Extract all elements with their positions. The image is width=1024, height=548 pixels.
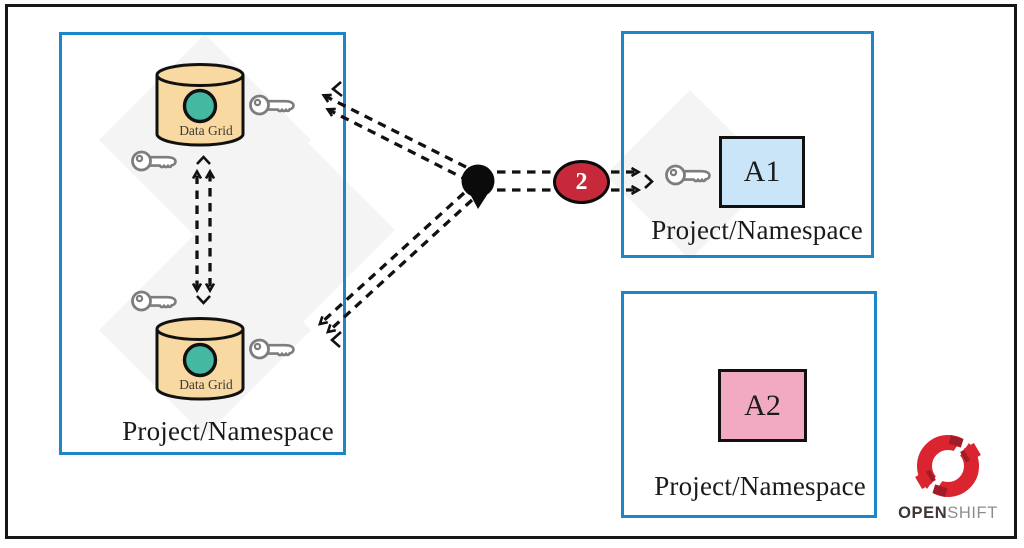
app-a2-box: A2 xyxy=(718,369,807,442)
app-a1-label: A1 xyxy=(743,155,781,188)
right-bottom-namespace-label: Project/Namespace xyxy=(654,471,866,501)
datagrid-top-label: Data Grid xyxy=(179,123,233,138)
openshift-wordmark-open: OPEN xyxy=(898,504,948,522)
openshift-wordmark: OPENSHIFT xyxy=(898,504,998,523)
key-icon xyxy=(131,150,177,172)
outer-border xyxy=(5,4,1017,539)
right-top-namespace-box: Project/Namespace xyxy=(621,31,874,258)
key-icon xyxy=(131,290,177,312)
openshift-logo-icon xyxy=(915,435,981,497)
key-icon xyxy=(249,94,295,116)
openshift-wordmark-shift: SHIFT xyxy=(947,504,998,522)
datagrid-bottom-label: Data Grid xyxy=(179,377,233,392)
database-cylinder-icon xyxy=(155,63,245,147)
left-namespace-label: Project/Namespace xyxy=(122,416,334,446)
right-bottom-namespace-box: Project/Namespace xyxy=(621,291,877,518)
route-badge: 2 xyxy=(553,160,610,204)
key-icon xyxy=(249,338,295,360)
route-badge-label: 2 xyxy=(575,168,588,195)
app-a2-label: A2 xyxy=(744,388,781,422)
app-a1-box: A1 xyxy=(719,136,805,208)
openshift-logo: OPENSHIFT xyxy=(898,426,998,528)
datagrid-bottom: Data Grid xyxy=(154,316,246,402)
database-cylinder-icon xyxy=(155,317,245,401)
datagrid-top: Data Grid xyxy=(154,62,246,148)
right-top-namespace-label: Project/Namespace xyxy=(651,215,863,245)
key-icon xyxy=(665,164,711,186)
